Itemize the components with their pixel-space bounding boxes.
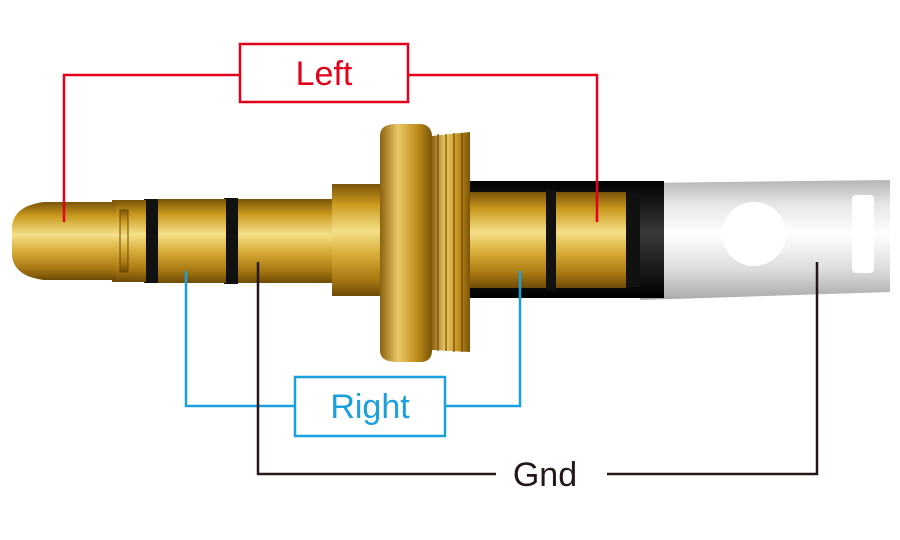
plug-body — [12, 124, 890, 362]
right-wire-left — [184, 271, 295, 408]
insulator-rear-2 — [626, 193, 640, 287]
threaded-collar — [432, 132, 470, 352]
ring-2 — [236, 199, 332, 283]
gnd-wire-left — [256, 262, 496, 476]
insulator-2 — [224, 198, 238, 284]
gnd-wire-right — [607, 262, 819, 476]
sleeve-contact — [332, 184, 388, 296]
ring-gold-rear-1 — [470, 192, 546, 288]
gnd-connector — [256, 262, 819, 476]
left-connector — [62, 42, 599, 222]
left-label-box — [238, 42, 410, 104]
tip — [12, 202, 116, 280]
insulator-1 — [144, 199, 158, 283]
flange — [380, 124, 432, 362]
ring-1 — [156, 199, 226, 283]
tip-neck — [112, 200, 146, 282]
right-label-box — [293, 375, 447, 438]
insulator-rear-1 — [546, 190, 556, 290]
right-label: Right — [330, 388, 410, 426]
gnd-label: Gnd — [513, 456, 577, 494]
left-label: Left — [296, 55, 353, 93]
tip-groove — [119, 209, 129, 273]
sleeve-hole — [722, 202, 786, 266]
left-wire-right — [408, 73, 599, 222]
left-wire — [62, 73, 240, 222]
collar-threads — [437, 133, 463, 352]
right-wire-right — [445, 271, 522, 408]
ring-gold-rear-2 — [556, 192, 626, 288]
sleeve-slot — [852, 195, 874, 273]
